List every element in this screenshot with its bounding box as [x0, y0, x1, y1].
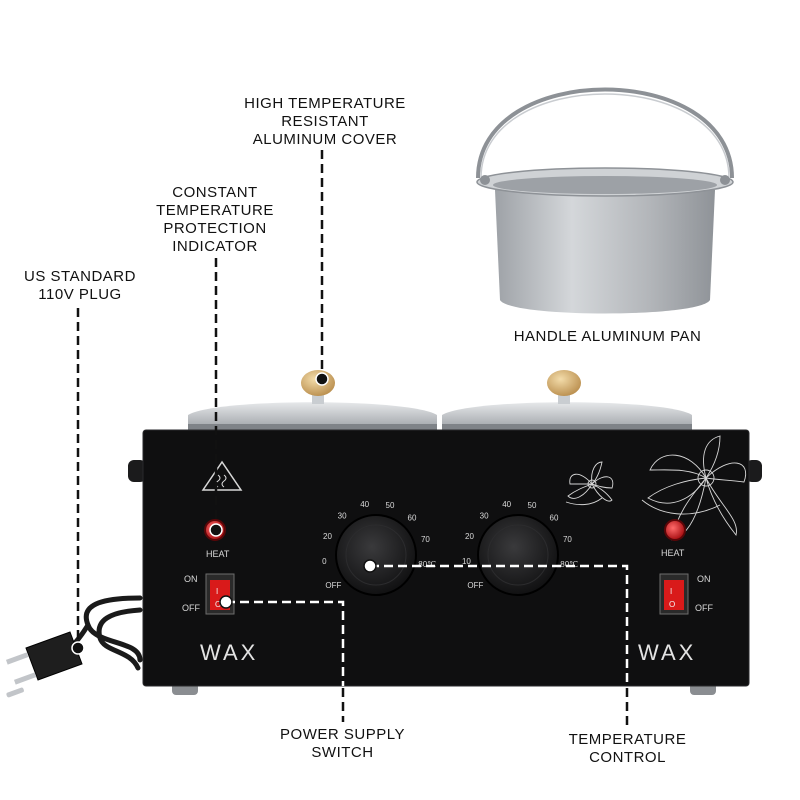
svg-text:I: I: [216, 587, 218, 596]
dial-tick-label: 10: [462, 557, 471, 566]
plug-callout-label: US STANDARD 110V PLUG: [24, 268, 136, 303]
left-dial-scale: OFF 0 20 30 40 50 60 70 80℃: [322, 500, 436, 590]
left-switch-on-label: ON: [184, 574, 198, 584]
dial-tick-label: 30: [338, 512, 347, 521]
temp-callout-label: TEMPERATURE CONTROL: [568, 731, 687, 766]
callout-dots: [71, 372, 377, 655]
left-wax-brand: WAX: [200, 640, 258, 665]
dial-tick-label: 60: [408, 513, 417, 522]
right-switch-on-label: ON: [697, 574, 711, 584]
dial-tick-label: 60: [550, 513, 559, 522]
svg-text:O: O: [215, 600, 221, 609]
svg-text:O: O: [669, 600, 675, 609]
dial-tick-label: 40: [502, 500, 511, 509]
pan-callout-label: HANDLE ALUMINUM PAN: [513, 328, 702, 345]
dial-tick-label: 40: [360, 500, 369, 509]
small-flower-decoration-icon: [565, 461, 614, 506]
device-body: [142, 429, 750, 687]
right-side-handle: [746, 460, 762, 482]
dial-tick-label: 0: [322, 557, 327, 566]
switch-callout-label: POWER SUPPLY SWITCH: [280, 726, 405, 761]
right-heat-indicator: [664, 519, 686, 541]
dial-tick-label: 70: [563, 535, 572, 544]
right-switch-off-label: OFF: [695, 603, 713, 613]
left-temperature-dial[interactable]: [335, 514, 417, 596]
left-heat-label: HEAT: [206, 549, 230, 559]
right-lid: [442, 402, 692, 432]
left-power-switch[interactable]: I O: [205, 573, 235, 615]
dial-tick-label: 80℃: [418, 560, 436, 569]
dial-tick-label: 70: [421, 535, 430, 544]
indicator-callout-label: CONSTANT TEMPERATURE PROTECTION INDICATO…: [156, 184, 274, 255]
right-temperature-dial[interactable]: [477, 514, 559, 596]
left-lid: [188, 402, 437, 432]
dial-tick-label: 50: [528, 501, 537, 510]
right-wax-brand: WAX: [638, 640, 696, 665]
right-power-switch[interactable]: I O: [659, 573, 689, 615]
right-dial-scale: OFF 10 20 30 40 50 60 70 80℃: [462, 500, 578, 590]
aluminum-pan: [476, 87, 734, 314]
svg-text:I: I: [670, 587, 672, 596]
dial-tick-label: OFF: [467, 581, 483, 590]
callout-lines-below: [341, 688, 629, 728]
dial-tick-label: OFF: [325, 581, 341, 590]
dial-tick-label: 30: [480, 512, 489, 521]
callout-lines-on-body: [226, 564, 629, 686]
callout-lines: [76, 150, 324, 648]
right-lid-knob: [547, 370, 581, 404]
dial-tick-label: 80℃: [560, 560, 578, 569]
us-plug-icon: [5, 631, 83, 698]
dial-tick-label: 20: [465, 532, 474, 541]
cover-callout-label: HIGH TEMPERATURE RESISTANT ALUMINUM COVE…: [244, 95, 406, 148]
dial-tick-label: 50: [386, 501, 395, 510]
left-side-handle: [128, 460, 146, 482]
right-heat-label: HEAT: [661, 548, 685, 558]
dial-tick-label: 20: [323, 532, 332, 541]
left-switch-off-label: OFF: [182, 603, 200, 613]
flower-decoration-icon: [641, 435, 747, 541]
